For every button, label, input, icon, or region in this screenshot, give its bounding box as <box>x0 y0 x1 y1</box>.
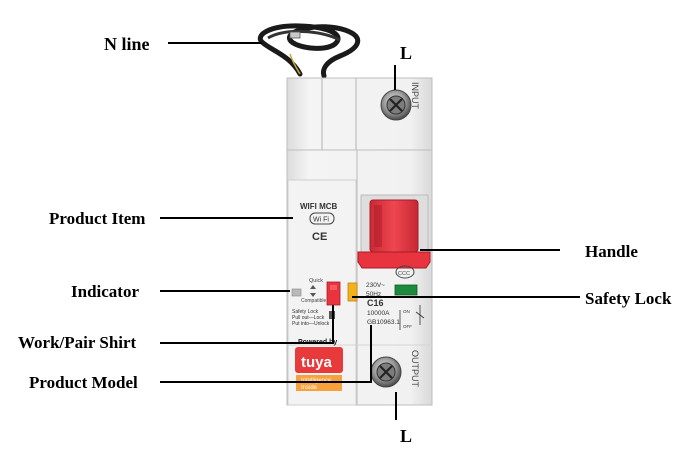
safety-lock-label: Safety Lock <box>585 289 672 308</box>
on-text: ON <box>403 309 410 314</box>
arrow-up-icon <box>310 285 316 289</box>
safety-lock-line3: Put into—Unlock <box>292 321 330 327</box>
indicator-led <box>291 288 302 297</box>
work-pair-callout <box>160 305 334 344</box>
standard-text: GB10963.1 <box>367 319 400 326</box>
wifi-badge-icon: Wi Fi <box>309 212 335 225</box>
input-terminal: INPUT <box>380 82 420 121</box>
input-text: INPUT <box>410 82 420 110</box>
tuya-logo <box>295 347 343 373</box>
output-text: OUTPUT <box>410 350 420 388</box>
red-handle[interactable] <box>357 199 431 269</box>
n-line-cable <box>257 23 360 79</box>
rating-text: C16 <box>367 298 384 308</box>
tuya-text: tuya <box>301 354 333 371</box>
arrow-down-icon <box>310 293 316 297</box>
wifi-mcb-text: WIFI MCB <box>300 202 338 211</box>
handle-label: Handle <box>585 242 638 261</box>
callout-lines <box>160 42 580 420</box>
voltage-text: 230V~ <box>366 282 385 289</box>
ccc-mark-icon: CCC <box>395 265 415 279</box>
safety-lock-line2: Pull out—Lock <box>292 315 325 321</box>
work-pair-label: Work/Pair Shirt <box>18 333 137 352</box>
cable-terminal-icon <box>289 31 301 39</box>
intelligence-line2: Inside <box>301 385 318 391</box>
off-text: OFF <box>403 324 412 329</box>
l-bottom-label: L <box>400 426 413 446</box>
n-line-label: N line <box>104 34 150 54</box>
product-item-label: Product Item <box>49 209 146 228</box>
ccc-text: CCC <box>398 271 410 277</box>
circuit-symbol-icon <box>415 305 425 325</box>
l-top-label: L <box>400 43 413 63</box>
product-model-label: Product Model <box>29 373 138 392</box>
ce-mark-text: CE <box>312 231 327 243</box>
quick-text: Quick <box>309 278 323 284</box>
frequency-text: 50Hz <box>366 291 381 298</box>
output-terminal: OUTPUT <box>370 350 420 388</box>
compatible-text: Compatible <box>301 298 327 304</box>
wifi-badge-text: Wi Fi <box>313 217 329 224</box>
capacity-text: 10000A <box>367 310 390 317</box>
product-model-callout <box>160 325 372 383</box>
indicator-label: Indicator <box>71 282 139 301</box>
status-window <box>394 284 418 296</box>
safety-lock-line1: Safety Lock <box>292 309 319 315</box>
safety-lock-slider[interactable] <box>347 282 358 302</box>
